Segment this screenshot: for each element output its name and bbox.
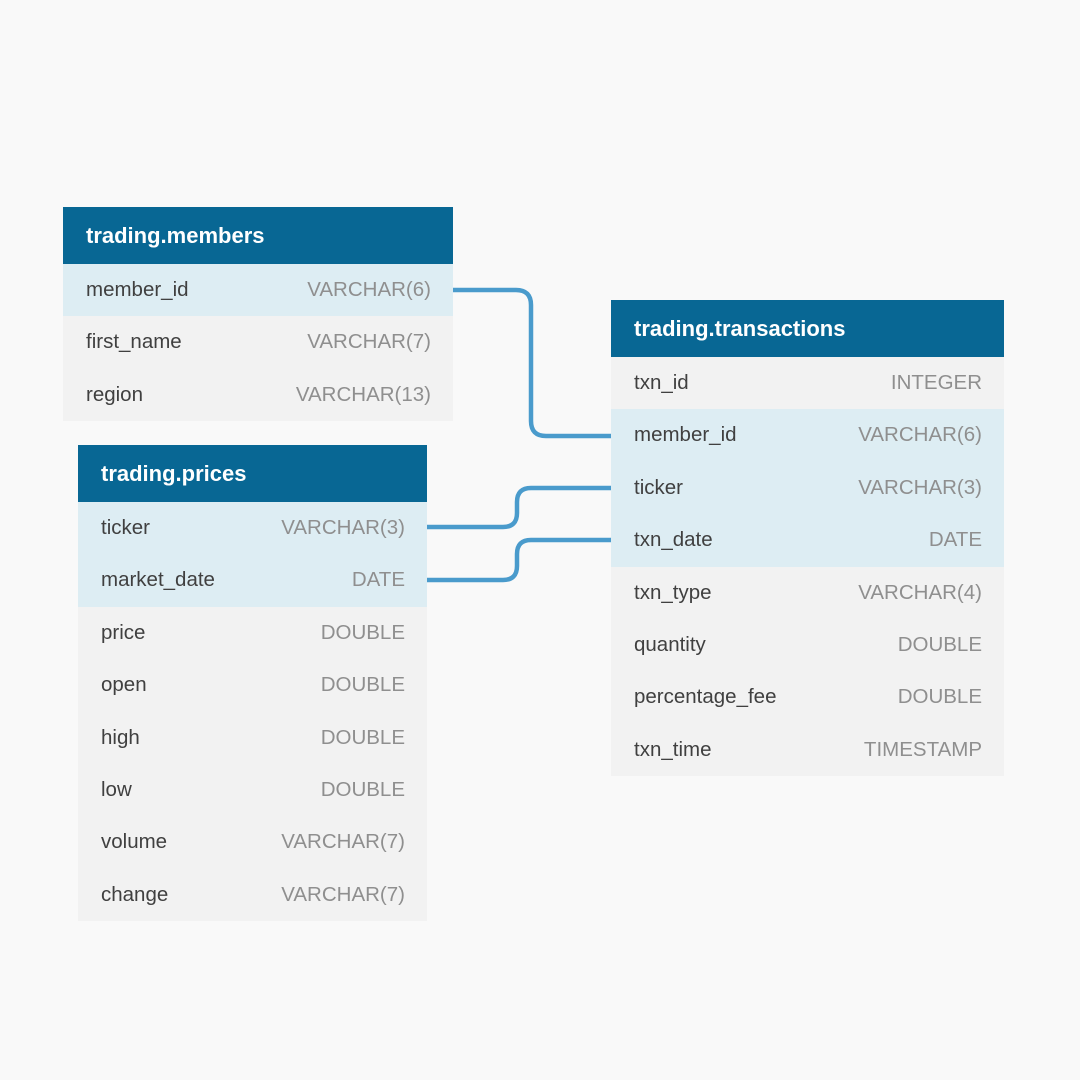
column-name: change: [101, 882, 169, 906]
column-type: VARCHAR(3): [858, 475, 982, 499]
column-type: VARCHAR(6): [307, 278, 431, 301]
column-type: VARCHAR(6): [858, 423, 982, 447]
column-name: ticker: [634, 475, 683, 499]
column-name: low: [101, 777, 132, 801]
column-type: DATE: [928, 528, 982, 552]
column-row-change[interactable]: change VARCHAR(7): [78, 869, 427, 921]
column-name: txn_type: [634, 580, 712, 604]
column-name: txn_date: [634, 528, 713, 552]
column-type: DOUBLE: [320, 673, 405, 697]
column-row-market-date[interactable]: market_date DATE: [78, 554, 427, 607]
column-name: region: [86, 382, 143, 406]
column-row-txn-id[interactable]: txn_id INTEGER: [611, 357, 1004, 409]
table-title: trading.members: [63, 207, 453, 264]
column-type: DOUBLE: [320, 777, 405, 801]
column-type: DOUBLE: [320, 725, 405, 749]
column-type: DOUBLE: [897, 632, 982, 656]
column-type: VARCHAR(7): [281, 882, 405, 906]
column-name: txn_time: [634, 737, 712, 761]
column-name: first_name: [86, 330, 182, 354]
column-name: market_date: [101, 568, 215, 592]
column-name: member_id: [634, 423, 737, 447]
column-row-txn-date[interactable]: txn_date DATE: [611, 514, 1004, 567]
column-name: txn_id: [634, 371, 689, 394]
column-row-member-id[interactable]: member_id VARCHAR(6): [611, 409, 1004, 462]
column-row-first-name[interactable]: first_name VARCHAR(7): [63, 316, 453, 368]
column-row-member-id[interactable]: member_id VARCHAR(6): [63, 264, 453, 317]
column-type: VARCHAR(4): [858, 580, 982, 604]
column-name: volume: [101, 830, 168, 854]
column-name: open: [101, 673, 147, 697]
column-type: VARCHAR(7): [307, 330, 431, 354]
column-name: member_id: [86, 278, 189, 301]
column-type: DATE: [351, 568, 405, 592]
column-row-price[interactable]: price DOUBLE: [78, 607, 427, 659]
column-type: TIMESTAMP: [863, 737, 982, 761]
column-row-ticker[interactable]: ticker VARCHAR(3): [611, 461, 1004, 515]
column-type: VARCHAR(7): [281, 830, 405, 854]
column-row-percentage-fee[interactable]: percentage_fee DOUBLE: [611, 671, 1004, 723]
column-type: VARCHAR(13): [295, 382, 431, 406]
column-name: high: [101, 725, 140, 749]
connector-member-id: [450, 287, 614, 439]
column-row-txn-type[interactable]: txn_type VARCHAR(4): [611, 567, 1004, 619]
column-row-txn-time[interactable]: txn_time TIMESTAMP: [611, 724, 1004, 776]
column-row-open[interactable]: open DOUBLE: [78, 659, 427, 711]
column-type: INTEGER: [890, 371, 982, 394]
prices-table[interactable]: trading.prices ticker VARCHAR(3) market_…: [78, 445, 427, 922]
column-row-low[interactable]: low DOUBLE: [78, 764, 427, 816]
column-row-quantity[interactable]: quantity DOUBLE: [611, 619, 1004, 671]
column-row-high[interactable]: high DOUBLE: [78, 712, 427, 764]
column-row-volume[interactable]: volume VARCHAR(7): [78, 816, 427, 868]
column-type: DOUBLE: [320, 620, 405, 644]
column-name: quantity: [634, 632, 706, 656]
column-name: ticker: [101, 516, 150, 539]
column-row-ticker[interactable]: ticker VARCHAR(3): [78, 502, 427, 555]
column-row-region[interactable]: region VARCHAR(13): [63, 369, 453, 421]
connector-ticker: [424, 485, 614, 530]
connector-market-date: [424, 537, 614, 583]
table-title: trading.prices: [78, 445, 427, 502]
transactions-table[interactable]: trading.transactions txn_id INTEGER memb…: [611, 300, 1004, 777]
column-name: percentage_fee: [634, 685, 777, 709]
column-name: price: [101, 620, 146, 644]
column-type: VARCHAR(3): [281, 516, 405, 539]
members-table[interactable]: trading.members member_id VARCHAR(6) fir…: [63, 207, 453, 422]
table-title: trading.transactions: [611, 300, 1004, 357]
column-type: DOUBLE: [897, 685, 982, 709]
